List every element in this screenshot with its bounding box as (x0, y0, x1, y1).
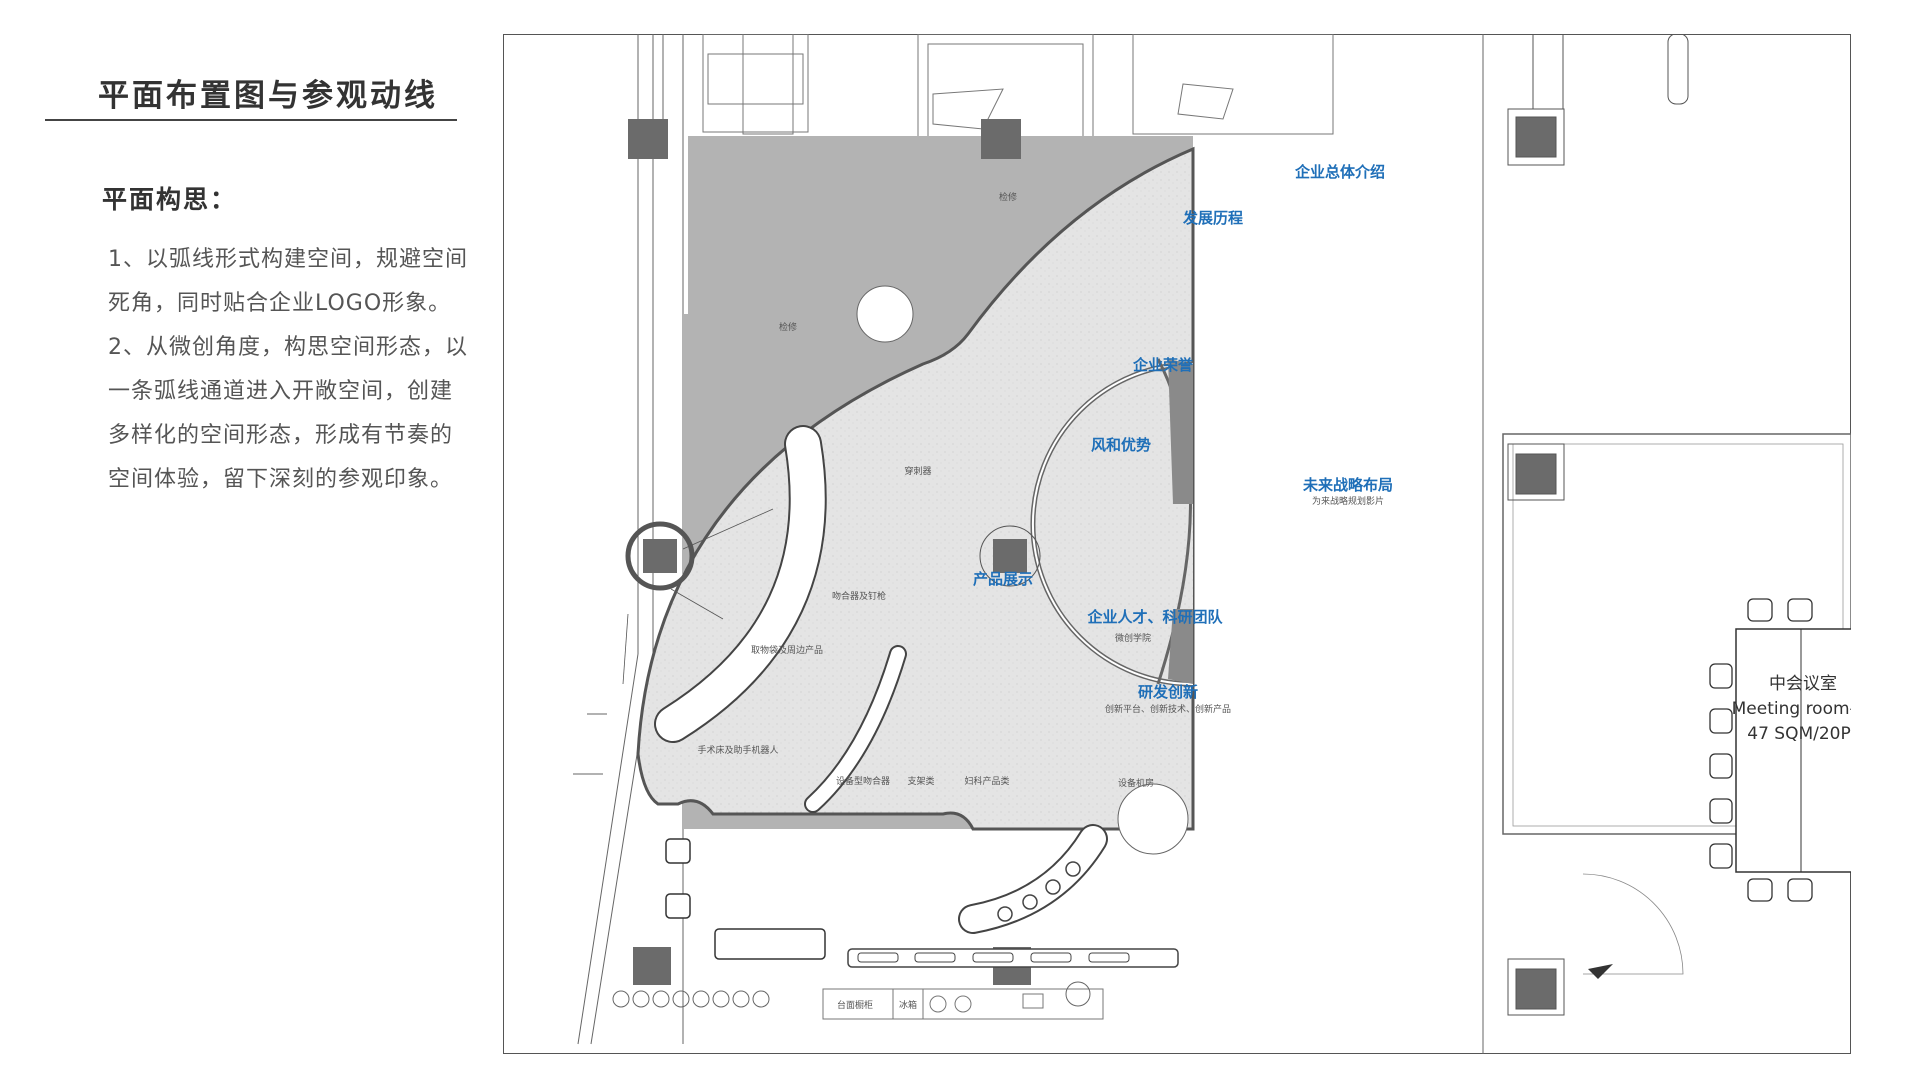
bench-segments (857, 952, 1130, 963)
column-ring (625, 521, 695, 591)
concept-line: 2、从微创角度，构思空间形态，以 (108, 335, 468, 360)
puncture-label: 穿刺器 (904, 465, 931, 477)
zone-products: 产品展示 (973, 570, 1033, 588)
zone-innovation: 研发创新 (1138, 683, 1198, 701)
concept-text: 1、以弧线形式构建空间，规避空间 死角，同时贴合企业LOGO形象。 2、从微创角… (108, 238, 498, 502)
kiosks (665, 838, 826, 960)
zone-overview: 企业总体介绍 (1294, 163, 1385, 181)
title-divider (45, 119, 457, 121)
kitchen-label: 台面橱柜 (837, 999, 873, 1011)
meeting-table (1735, 628, 1851, 873)
kitchen-strip (822, 988, 1104, 1020)
device-stapler-label: 设备型吻合器 (836, 775, 890, 787)
arc-joint (856, 285, 914, 343)
zone-honor: 企业荣誉 (1132, 356, 1194, 374)
zone-strategy: 未来战略布局 (1302, 476, 1393, 494)
concept-line: 1、以弧线形式构建空间，规避空间 (108, 247, 468, 272)
left-panel: 平面布置图与参观动线 平面构思： 1、以弧线形式构建空间，规避空间 死角，同时贴… (0, 0, 500, 1080)
equipment-room-label: 设备机房 (1118, 777, 1154, 789)
exhibition-floor (636, 146, 1195, 831)
strategy-film-label: 为来战略规划影片 (1312, 495, 1384, 507)
right-columns (1515, 116, 1557, 1010)
kitchen-label: 冰箱 (899, 999, 917, 1011)
academy-label: 微创学院 (1115, 632, 1151, 644)
sight-lines (622, 508, 774, 685)
zone-advantage: 风和优势 (1091, 436, 1151, 454)
concept-line: 空间体验，留下深刻的参观印象。 (108, 467, 454, 492)
zone-talent: 企业人才、科研团队 (1086, 608, 1223, 626)
product-counter (656, 427, 825, 741)
concept-title: 平面构思： (102, 185, 238, 214)
meeting-room-name-en: Meeting room-M (1732, 699, 1851, 719)
zone-history: 发展历程 (1182, 209, 1243, 227)
robot-label: 手术床及助手机器人 (697, 744, 778, 756)
stent-label: 支架类 (907, 775, 934, 787)
maintenance-label: 检修 (999, 191, 1017, 203)
bags-label: 取物袋及周边产品 (751, 644, 823, 656)
innovation-counter (960, 826, 1106, 932)
concept-line: 一条弧线通道进入开敞空间，创建 (108, 379, 454, 404)
right-frames (1507, 34, 1689, 1016)
meeting-room-name: 中会议室 (1769, 674, 1837, 694)
innovation-detail-label: 创新平台、创新技术、创新产品 (1105, 703, 1231, 715)
concept-line: 多样化的空间形态，形成有节奏的 (108, 423, 454, 448)
stapler-label: 吻合器及钉枪 (832, 590, 886, 602)
innovation-screens (997, 861, 1081, 922)
floor-plan-svg: 企业总体介绍 发展历程 企业荣誉 风和优势 未来战略布局 为来战略规划影片 产品… (503, 34, 1851, 1054)
concept-line: 死角，同时贴合企业LOGO形象。 (108, 291, 452, 316)
meeting-chairs (1709, 598, 1813, 902)
gyn-label: 妇科产品类 (964, 775, 1009, 787)
page-title: 平面布置图与参观动线 (98, 78, 438, 114)
planters (612, 981, 1091, 1008)
floor-plan: 企业总体介绍 发展历程 企业荣誉 风和优势 未来战略布局 为来战略规划影片 产品… (503, 34, 1851, 1054)
meeting-room-size: 47 SQM/20P (1747, 724, 1851, 744)
maintenance-label: 检修 (779, 321, 797, 333)
talent-wall (806, 647, 905, 811)
